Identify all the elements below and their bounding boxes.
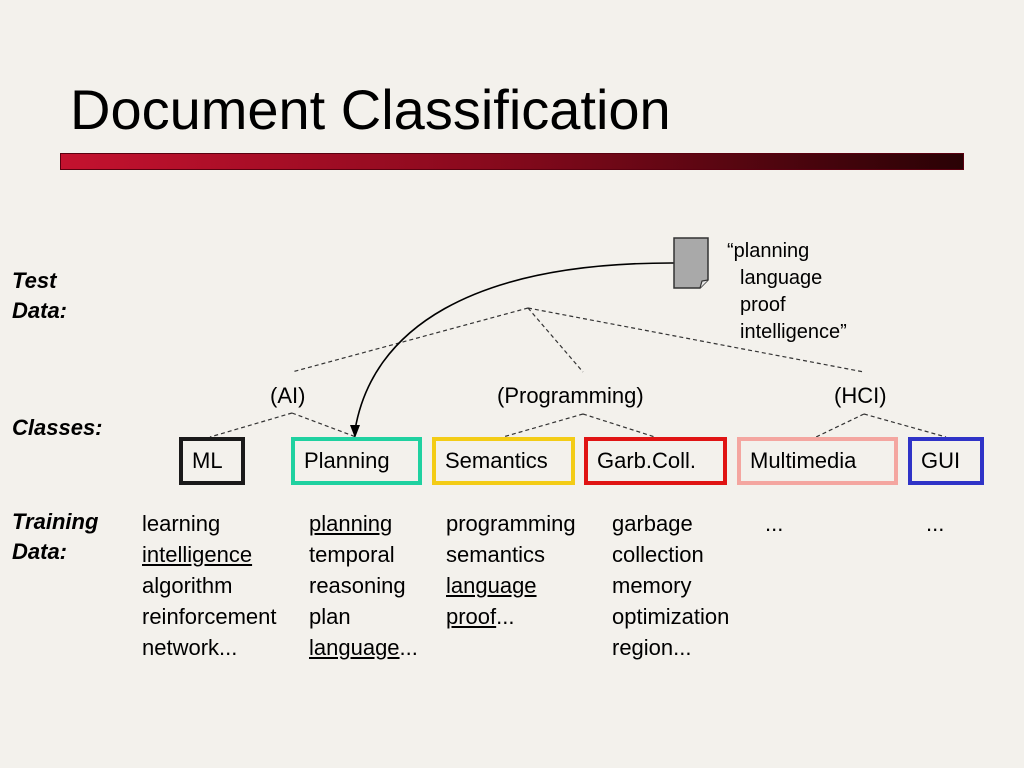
test-word-line: intelligence” (740, 321, 847, 343)
classification-arrow (354, 262, 677, 431)
training-word: learning (142, 511, 221, 536)
training-word: reinforcement (142, 604, 277, 629)
programming-to-semantics-connector (502, 413, 584, 438)
training-word: memory (612, 573, 692, 598)
training-words-gui: ... (926, 508, 944, 539)
class-box-garb-coll: Garb.Coll. (584, 437, 727, 485)
group-label-programming: (Programming) (497, 383, 644, 408)
training-word-ellipsis: ... (399, 635, 418, 660)
classes-label: Classes: (12, 415, 103, 440)
class-box-semantics: Semantics (432, 437, 575, 485)
class-box-multimedia: Multimedia (737, 437, 898, 485)
training-word: network... (142, 635, 238, 660)
test-document-words: “planning language proof intelligence” (727, 238, 847, 346)
training-word: intelligence (142, 542, 253, 567)
training-word: ... (765, 511, 784, 536)
training-word: planning (309, 511, 393, 536)
root-to-ai-connector (291, 307, 529, 373)
class-box-planning: Planning (291, 437, 422, 485)
classification-arrowhead (350, 425, 360, 438)
training-word: language (446, 573, 537, 598)
training-word-ellipsis: ... (496, 604, 515, 629)
root-to-programming-connector (527, 307, 584, 373)
training-words-ml: learning intelligence algorithm reinforc… (142, 508, 277, 663)
hci-to-multimedia-connector (815, 413, 865, 438)
training-word: garbage (612, 511, 693, 536)
test-data-label: Test Data: (12, 268, 68, 323)
group-label-ai: (AI) (270, 383, 306, 408)
training-word: collection (612, 542, 704, 567)
training-data-label: Training Data: (12, 509, 99, 564)
training-words-garb-coll: garbage collection memory optimization r… (612, 508, 729, 663)
programming-to-garb-connector (582, 413, 656, 438)
training-word: semantics (446, 542, 546, 567)
title-underline-bar (60, 153, 964, 170)
training-word: region... (612, 635, 692, 660)
page-title: Document Classification (70, 78, 671, 141)
training-words-planning: planning temporal reasoning plan languag… (309, 508, 418, 663)
training-word: programming (446, 511, 576, 536)
group-label-hci: (HCI) (834, 383, 887, 408)
training-word: language (309, 635, 400, 660)
class-box-ml: ML (179, 437, 245, 485)
training-word: algorithm (142, 573, 233, 598)
training-words-semantics: programming semantics language proof... (446, 508, 576, 632)
ai-to-ml-connector (209, 412, 293, 438)
training-word: reasoning (309, 573, 406, 598)
training-words-multimedia: ... (765, 508, 783, 539)
training-word: optimization (612, 604, 730, 629)
test-word-line: proof (740, 294, 786, 316)
training-word: plan (309, 604, 351, 629)
training-word: temporal (309, 542, 395, 567)
test-word-line: “planning (727, 240, 810, 262)
training-word: ... (926, 511, 945, 536)
root-to-hci-connector (527, 307, 865, 373)
ai-to-planning-connector (291, 412, 357, 438)
document-icon (673, 237, 709, 289)
training-word: proof (446, 604, 497, 629)
class-box-gui: GUI (908, 437, 984, 485)
test-word-line: language (740, 267, 823, 289)
hci-to-gui-connector (863, 413, 947, 438)
